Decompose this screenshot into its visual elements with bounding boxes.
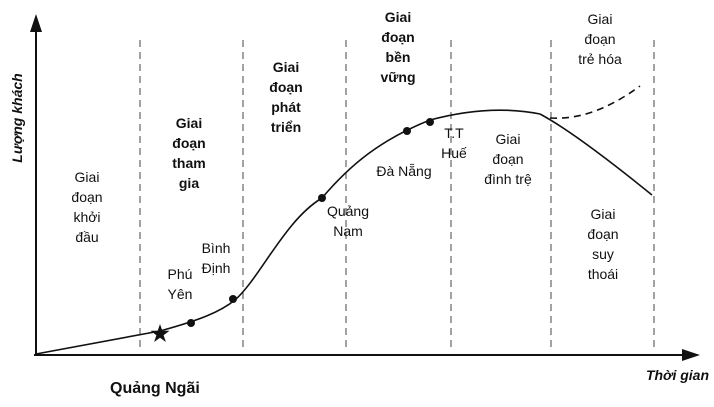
point-binh-dinh [229, 295, 237, 303]
svg-text:khởi: khởi [73, 209, 100, 225]
x-axis-label: Thời gian [646, 367, 709, 383]
svg-text:Giai: Giai [273, 59, 299, 75]
svg-text:Bình: Bình [202, 240, 231, 256]
svg-text:T.T: T.T [444, 125, 464, 141]
svg-text:Định: Định [202, 260, 231, 276]
svg-text:đầu: đầu [75, 229, 98, 245]
svg-text:Giai: Giai [385, 9, 411, 25]
svg-text:Giai: Giai [588, 11, 613, 27]
stage-ben-vung: Giai đoạn bền vững [380, 9, 415, 85]
svg-text:trẻ hóa: trẻ hóa [578, 51, 622, 67]
svg-text:Phú: Phú [168, 266, 193, 282]
svg-text:Giai: Giai [591, 206, 616, 222]
place-binh-dinh: Bình Định [202, 240, 231, 276]
svg-text:gia: gia [179, 175, 199, 191]
svg-text:đoạn: đoạn [381, 29, 414, 45]
svg-text:Yên: Yên [168, 286, 193, 302]
stage-khoi-dau: Giai đoạn khởi đầu [71, 169, 102, 245]
stage-tham-gia: Giai đoạn tham gia [172, 115, 205, 191]
svg-text:triển: triển [271, 119, 301, 135]
svg-text:Giai: Giai [496, 131, 521, 147]
svg-text:thoái: thoái [588, 266, 618, 282]
svg-text:Huế: Huế [441, 145, 467, 161]
svg-text:đoạn: đoạn [71, 189, 102, 205]
place-quang-nam: Quảng Nam [327, 203, 369, 239]
svg-text:đoạn: đoạn [587, 226, 618, 242]
point-quang-nam [318, 194, 326, 202]
svg-text:Giai: Giai [176, 115, 202, 131]
place-quang-ngai: Quảng Ngãi [110, 380, 200, 397]
stage-dinh-tre: Giai đoạn đình trệ [484, 131, 532, 187]
svg-text:đoạn: đoạn [584, 31, 615, 47]
place-da-nang: Đà Nẵng [376, 163, 431, 179]
point-hue [426, 118, 434, 126]
svg-text:suy: suy [592, 246, 614, 262]
lifecycle-decline-curve [539, 113, 653, 196]
point-da-nang [403, 127, 411, 135]
svg-text:Quảng: Quảng [327, 203, 369, 219]
svg-text:Giai: Giai [75, 169, 100, 185]
svg-text:đoạn: đoạn [172, 135, 205, 151]
svg-text:phát: phát [271, 99, 301, 115]
place-phu-yen: Phú Yên [168, 266, 193, 302]
point-phu-yen [187, 319, 195, 327]
star-icon [150, 324, 170, 342]
svg-text:tham: tham [172, 155, 205, 171]
svg-text:đoạn: đoạn [269, 79, 302, 95]
svg-text:Nam: Nam [333, 223, 363, 239]
svg-text:đoạn: đoạn [492, 151, 523, 167]
svg-text:đình trệ: đình trệ [484, 171, 532, 187]
stage-tre-hoa: Giai đoạn trẻ hóa [578, 11, 622, 67]
y-axis-arrow-icon [30, 14, 42, 32]
y-axis-label: Lượng khách [9, 73, 25, 162]
stage-suy-thoai: Giai đoạn suy thoái [587, 206, 618, 282]
place-hue: T.T Huế [441, 125, 467, 161]
x-axis-arrow-icon [682, 349, 700, 361]
svg-text:vững: vững [380, 69, 415, 85]
svg-text:bền: bền [386, 49, 411, 65]
stage-phat-trien: Giai đoạn phát triển [269, 59, 302, 135]
lifecycle-rejuvenation-curve [549, 85, 641, 119]
